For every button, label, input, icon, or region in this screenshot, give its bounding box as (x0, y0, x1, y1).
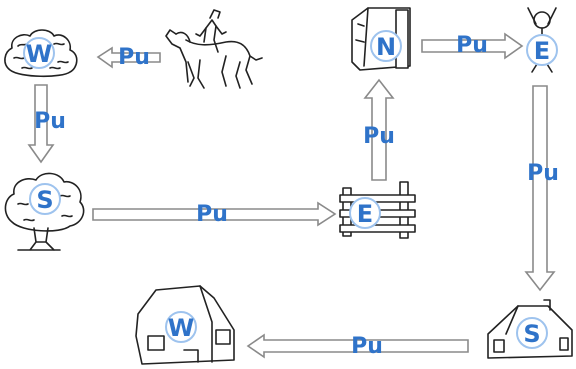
arrow-label: Pu (363, 124, 395, 149)
arrow-doghouse-to-person: Pu (421, 32, 524, 60)
fence-letter: E (357, 200, 373, 228)
arrow-house-to-barn: Pu (246, 333, 469, 359)
arrow-person-to-house: Pu (524, 85, 559, 292)
arrow-label: Pu (34, 109, 66, 134)
bush-icon (4, 29, 78, 78)
tree-letter: S (36, 186, 53, 214)
arrow-horse-to-bush: Pu (96, 45, 161, 70)
letter-circle: W (165, 311, 197, 343)
arrow-tree-to-fence: Pu (92, 201, 337, 227)
doghouse-letter: N (376, 33, 396, 61)
person-letter: E (534, 37, 550, 65)
letter-circle: W (23, 37, 55, 69)
barn-letter: W (168, 314, 194, 342)
arrow-label: Pu (196, 202, 228, 227)
letter-circle: N (370, 30, 402, 62)
bush-letter: W (26, 40, 52, 68)
letter-circle: E (349, 197, 381, 229)
arrow-label: Pu (351, 334, 383, 359)
letter-circle: E (526, 34, 558, 66)
horse-rider-icon (165, 9, 263, 89)
letter-circle: S (29, 183, 61, 215)
arrow-bush-to-tree: Pu (27, 84, 66, 164)
arrow-label: Pu (456, 33, 488, 58)
arrow-label: Pu (527, 161, 559, 186)
letter-circle: S (516, 317, 548, 349)
tree-icon (4, 172, 85, 251)
house-letter: S (523, 320, 540, 348)
arrow-fence-to-doghouse: Pu (363, 78, 395, 181)
arrow-label: Pu (118, 45, 150, 70)
